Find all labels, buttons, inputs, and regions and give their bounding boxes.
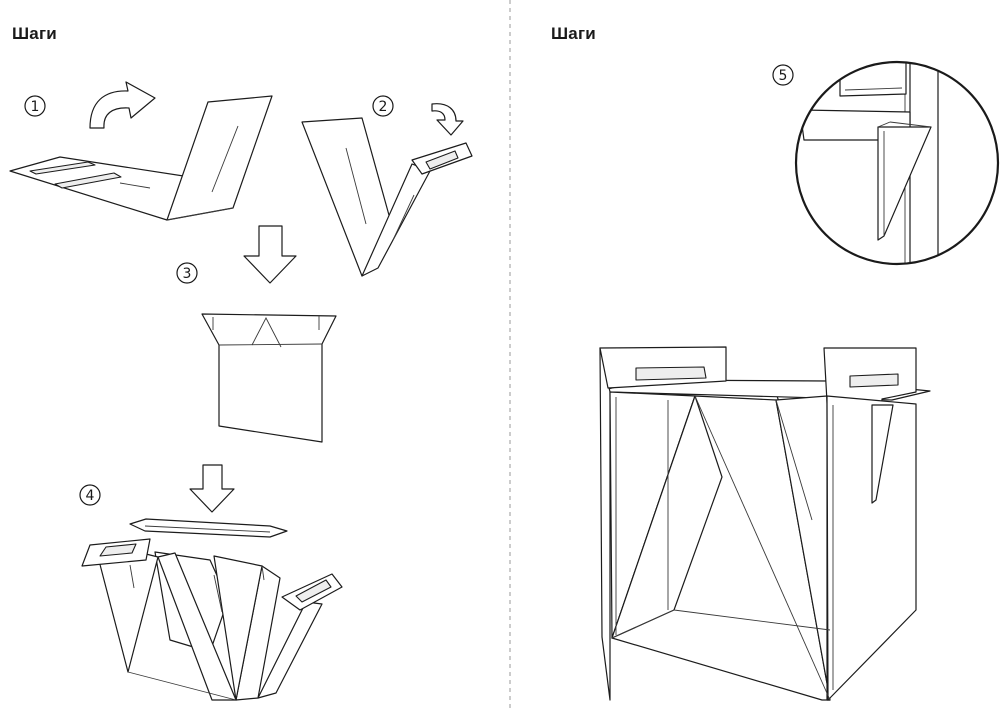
step-5-badge: 5 xyxy=(772,64,794,86)
down-arrow-icon xyxy=(243,225,297,284)
step-3-badge: 3 xyxy=(176,262,198,284)
step-1-number: 1 xyxy=(31,99,40,115)
step-4-badge: 4 xyxy=(79,484,101,506)
step-2-badge: 2 xyxy=(372,95,394,117)
step-2-number: 2 xyxy=(379,99,388,115)
assembled-table xyxy=(599,346,931,701)
down-arrow-icon xyxy=(189,464,235,513)
step-4-number: 4 xyxy=(86,488,95,504)
curved-arrow-icon xyxy=(89,81,156,129)
step-2-panel xyxy=(301,117,473,277)
step-5-number: 5 xyxy=(779,68,788,84)
step-3-panel xyxy=(201,313,337,443)
right-panel-title: Шаги xyxy=(551,24,596,43)
left-panel-title: Шаги xyxy=(12,24,57,43)
step-5-detail-view xyxy=(794,60,1000,266)
step-4-assembly xyxy=(81,518,343,701)
step-1-panel xyxy=(9,95,273,221)
step-1-badge: 1 xyxy=(24,95,46,117)
curved-arrow-small-icon xyxy=(431,103,464,136)
step-3-number: 3 xyxy=(183,266,192,282)
